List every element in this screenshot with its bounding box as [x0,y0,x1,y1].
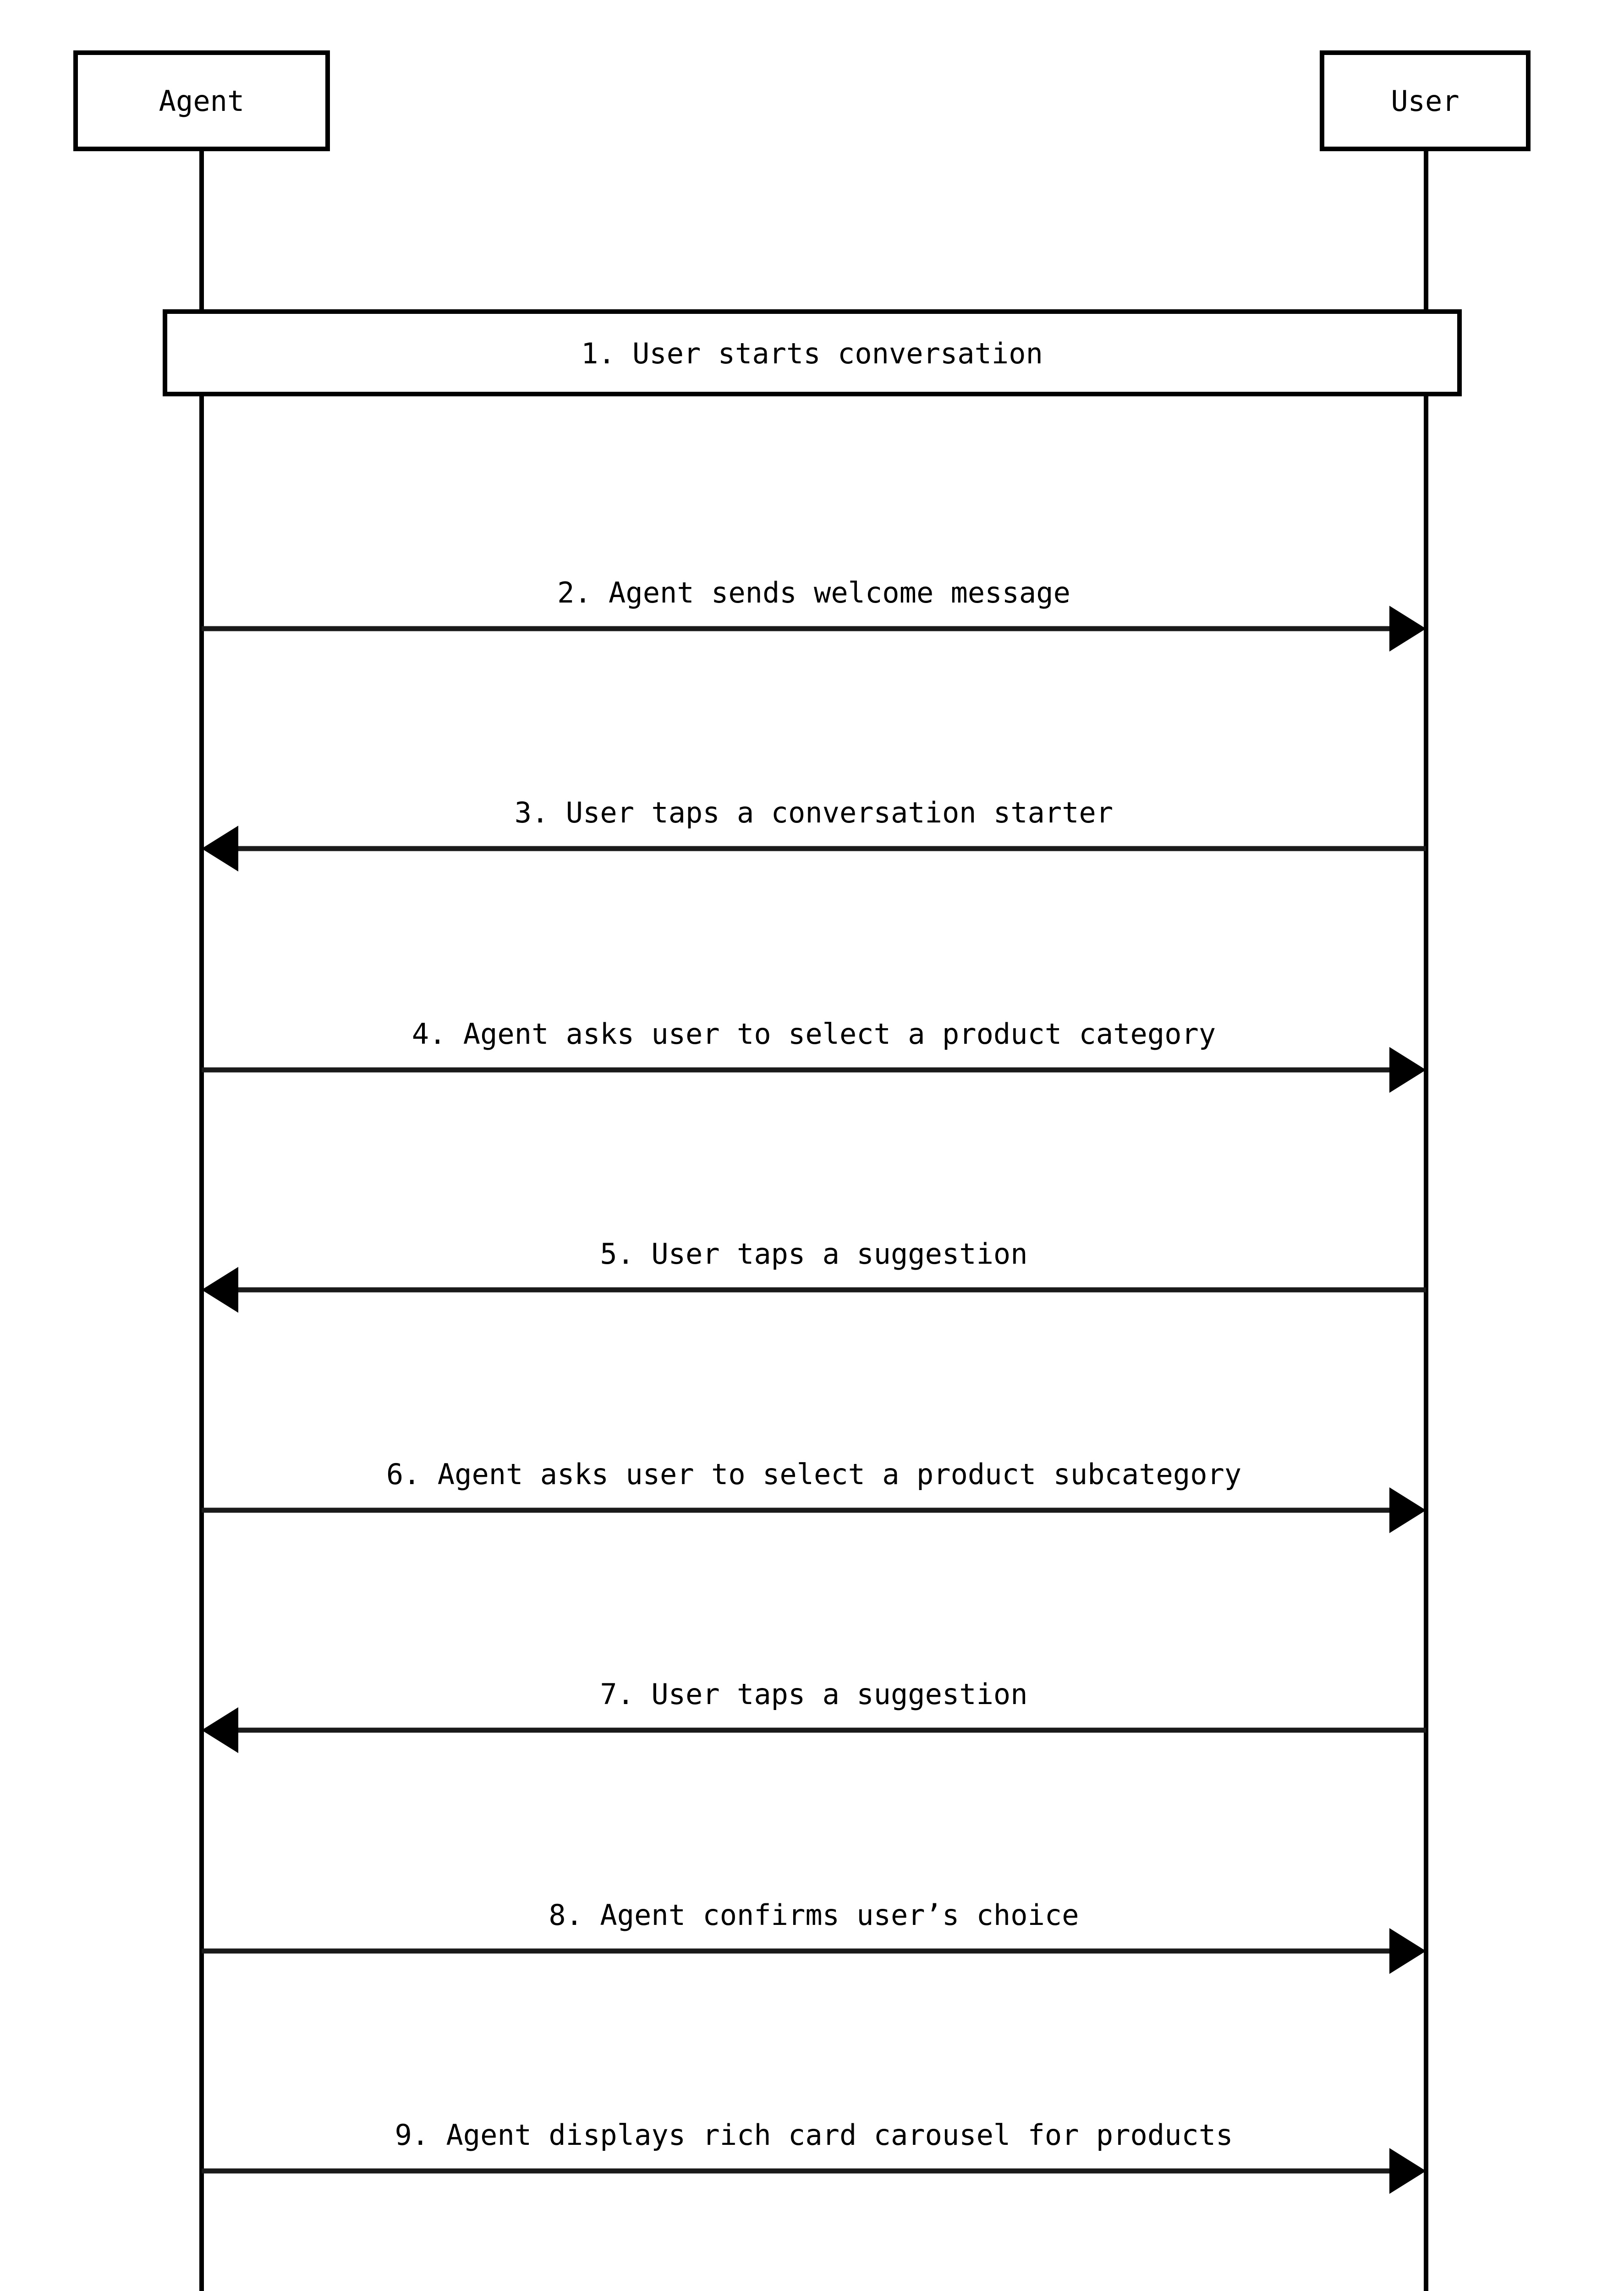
message-label-4: 4. Agent asks user to select a product c… [412,1017,1216,1051]
arrowhead-left-5 [202,1267,238,1313]
actor-label-agent-top: Agent [159,84,245,118]
actor-box-top-agent[interactable]: Agent [73,50,330,151]
note-step-1: 1. User starts conversation [163,309,1462,396]
lifelines-group [199,151,1428,2291]
arrowhead-right-6 [1389,1487,1426,1533]
message-4: 4. Agent asks user to select a product c… [202,1017,1426,1093]
arrowhead-right-4 [1389,1047,1426,1093]
arrowhead-left-7 [202,1707,238,1753]
message-label-8: 8. Agent confirms user’s choice [549,1898,1079,1932]
message-3: 3. User taps a conversation starter [202,796,1426,871]
message-9: 9. Agent displays rich card carousel for… [202,2118,1426,2194]
arrowhead-right-8 [1389,1928,1426,1974]
arrowhead-right-2 [1389,606,1426,652]
message-7: 7. User taps a suggestion [202,1677,1426,1753]
message-6: 6. Agent asks user to select a product s… [202,1458,1426,1533]
message-5: 5. User taps a suggestion [202,1237,1426,1313]
note-label-1: 1. User starts conversation [581,337,1043,370]
arrowhead-left-3 [202,826,238,871]
message-label-3: 3. User taps a conversation starter [515,796,1113,829]
message-label-7: 7. User taps a suggestion [600,1677,1027,1711]
arrowhead-right-9 [1389,2148,1426,2194]
actor-box-rect-agent-top [73,50,330,151]
message-2: 2. Agent sends welcome message [202,576,1426,652]
message-label-6: 6. Agent asks user to select a product s… [386,1458,1241,1491]
note-rect-1 [163,309,1462,396]
message-label-5: 5. User taps a suggestion [600,1237,1027,1271]
actor-box-top-user[interactable]: User [1320,50,1531,151]
actor-box-rect-user-top [1320,50,1531,151]
message-label-9: 9. Agent displays rich card carousel for… [395,2118,1233,2152]
message-label-2: 2. Agent sends welcome message [557,576,1070,609]
message-8: 8. Agent confirms user’s choice [202,1898,1426,1974]
actor-label-user-top: User [1391,84,1459,118]
